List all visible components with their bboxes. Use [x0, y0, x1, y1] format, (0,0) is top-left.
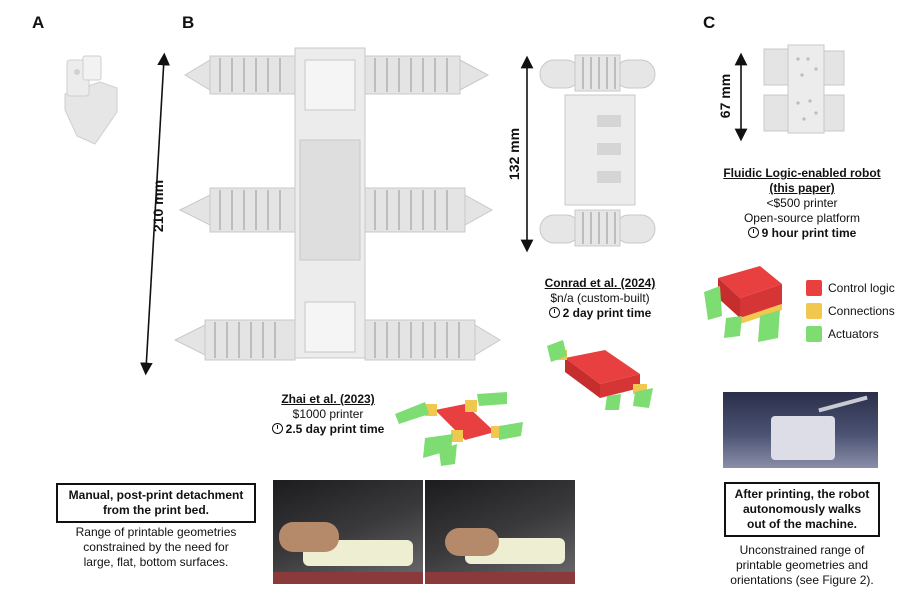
- print-bed: [273, 572, 423, 584]
- fluidic-caption: Fluidic Logic-enabled robot (this paper)…: [712, 166, 892, 241]
- panel-label-c: C: [703, 13, 716, 32]
- legend-swatch-control: [806, 279, 822, 296]
- printer-photo-2: [425, 480, 575, 584]
- autonomous-exit-box: After printing, the robot autonomously w…: [724, 482, 880, 537]
- legend-item-actuators: Actuators: [806, 322, 895, 345]
- conrad-caption: Conrad et al. (2024) $n/a (custom-built)…: [520, 276, 680, 321]
- legend-swatch-actuators: [806, 325, 822, 342]
- auto-desc-line2: printable geometries and: [735, 558, 869, 572]
- dimension-arrow-67: [734, 52, 748, 142]
- clock-icon: [548, 307, 560, 318]
- robot-in-photo: [771, 416, 835, 460]
- clock-icon: [271, 423, 283, 434]
- fluidic-time: 9 hour print time: [761, 226, 857, 240]
- manual-description: Range of printable geometries constraine…: [56, 525, 256, 570]
- fluidic-title-2: (this paper): [769, 181, 835, 195]
- auto-desc-line3: orientations (see Figure 2).: [730, 573, 874, 587]
- fluidic-cost: <$500 printer: [766, 196, 838, 210]
- fluidic-robot-print: [763, 44, 845, 134]
- zhai-title: Zhai et al. (2023): [281, 392, 375, 406]
- zhai-cost: $1000 printer: [292, 407, 364, 421]
- legend-swatch-connections: [806, 302, 822, 319]
- zhai-robot-colored: [395, 392, 523, 466]
- manual-desc-line1: Range of printable geometries: [75, 525, 237, 539]
- printer-photo-1: [273, 480, 423, 584]
- legend: Control logic Connections Actuators: [806, 276, 895, 345]
- auto-box-line3: out of the machine.: [746, 517, 857, 531]
- manual-desc-line2: constrained by the need for: [83, 540, 229, 554]
- conrad-robot-colored: [547, 340, 653, 410]
- printed-part-illustration: [64, 55, 118, 145]
- fluidic-robot-colored: [704, 266, 782, 342]
- auto-box-line2: autonomously walks: [742, 502, 862, 516]
- panel-label-b: B: [182, 13, 195, 32]
- manual-desc-line3: large, flat, bottom surfaces.: [83, 555, 229, 569]
- dimension-label-67: 67 mm: [717, 73, 733, 119]
- print-bed: [425, 572, 575, 584]
- fluidic-platform: Open-source platform: [743, 211, 861, 225]
- conrad-robot-print: [539, 54, 656, 247]
- auto-desc-line1: Unconstrained range of: [739, 543, 865, 557]
- dimension-arrow-132: [520, 55, 534, 253]
- manual-box-line1: Manual, post-print detachment: [68, 488, 244, 502]
- legend-label-actuators: Actuators: [828, 326, 879, 341]
- dimension-label-132: 132 mm: [506, 127, 522, 181]
- hand: [445, 528, 499, 556]
- panel-label-a: A: [32, 13, 45, 32]
- zhai-robot-print: [173, 47, 501, 361]
- auto-box-line1: After printing, the robot: [734, 487, 870, 501]
- conrad-time: 2 day print time: [562, 306, 652, 320]
- tube-in-photo: [818, 395, 868, 413]
- legend-label-connections: Connections: [828, 303, 895, 318]
- dimension-arrow-210: [139, 52, 171, 376]
- autonomous-description: Unconstrained range of printable geometr…: [722, 543, 882, 588]
- legend-item-control: Control logic: [806, 276, 895, 299]
- clock-icon: [747, 227, 759, 238]
- fluidic-title-1: Fluidic Logic-enabled robot: [723, 166, 881, 180]
- legend-label-control: Control logic: [828, 280, 895, 295]
- legend-item-connections: Connections: [806, 299, 895, 322]
- manual-detachment-box: Manual, post-print detachment from the p…: [56, 483, 256, 523]
- dimension-label-210: 210 mm: [150, 179, 166, 233]
- conrad-title: Conrad et al. (2024): [544, 276, 656, 290]
- robot-exit-photo: [723, 392, 878, 468]
- hand: [279, 522, 339, 552]
- conrad-cost: $n/a (custom-built): [550, 291, 650, 305]
- zhai-time: 2.5 day print time: [285, 422, 385, 436]
- manual-box-line2: from the print bed.: [103, 503, 209, 517]
- zhai-caption: Zhai et al. (2023) $1000 printer 2.5 day…: [258, 392, 398, 437]
